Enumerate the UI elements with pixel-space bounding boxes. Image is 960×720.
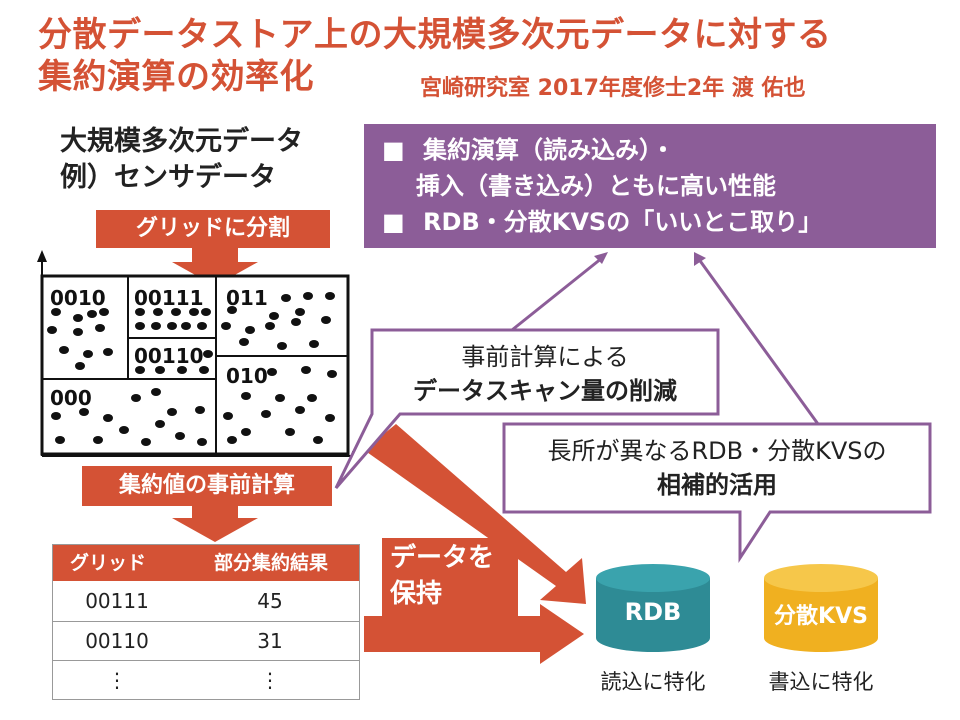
connector-arrowhead-icon bbox=[694, 252, 706, 266]
y-axis-arrowhead-icon bbox=[37, 250, 47, 262]
callout-1-line-1: 事前計算による bbox=[461, 343, 629, 371]
rdb-label: RDB bbox=[624, 598, 682, 626]
connector-line bbox=[511, 256, 603, 332]
benefit-1-line-1: 集約演算（読み込み）・ bbox=[423, 136, 676, 164]
table-header-grid: グリッド bbox=[69, 552, 146, 574]
table-header: グリッド 部分集約結果 bbox=[53, 545, 359, 581]
grid-label-000: 000 bbox=[50, 386, 92, 410]
grid-dots bbox=[47, 292, 337, 446]
kvs-caption: 書込に特化 bbox=[768, 670, 874, 694]
benefit-item-1: ■ 集約演算（読み込み）・ bbox=[382, 132, 675, 168]
table-divider bbox=[53, 621, 359, 622]
rdb-cylinder-icon bbox=[596, 564, 710, 652]
aggregate-table: グリッド 部分集約結果 00111 45 00110 31 ⋮ ⋮ bbox=[52, 544, 360, 700]
table-header-result: 部分集約結果 bbox=[213, 552, 328, 574]
kvs-cylinder-icon bbox=[764, 564, 878, 652]
benefits-box: ■ 集約演算（読み込み）・ 挿入（書き込み）ともに高い性能 ■ RDB・分散KV… bbox=[364, 124, 936, 248]
precompute-down-arrow bbox=[172, 506, 258, 542]
precompute-label: 集約値の事前計算 bbox=[82, 466, 332, 506]
callout-1-text: 事前計算による データスキャン量の削減 bbox=[374, 340, 716, 408]
table-row: 00110 31 bbox=[53, 622, 359, 660]
grid-label-0010: 0010 bbox=[50, 286, 106, 310]
example-line-1: 大規模多次元データ bbox=[60, 126, 303, 157]
callout-2-line-1: 長所が異なるRDB・分散KVSの bbox=[547, 437, 887, 465]
benefit-1-line-2: 挿入（書き込み）ともに高い性能 bbox=[416, 172, 776, 200]
table-cell: ⋮ bbox=[107, 668, 127, 692]
table-row: ⋮ ⋮ bbox=[53, 661, 359, 699]
table-cell: 45 bbox=[257, 589, 283, 613]
split-grid-label: グリッドに分割 bbox=[96, 210, 330, 248]
connector-line bbox=[696, 257, 820, 425]
callout-2-text: 長所が異なるRDB・分散KVSの 相補的活用 bbox=[506, 434, 928, 502]
table-divider bbox=[53, 660, 359, 661]
callout-2-line-2: 相補的活用 bbox=[657, 471, 777, 499]
store-data-label: データを 保持 bbox=[382, 538, 518, 616]
table-row: 00111 45 bbox=[53, 581, 359, 621]
grid-label-011: 011 bbox=[226, 286, 268, 310]
benefit-2-line-1: RDB・分散KVSの「いいとこ取り」 bbox=[423, 208, 823, 236]
grid-outer bbox=[40, 274, 350, 456]
connector-arrowhead-icon bbox=[594, 252, 608, 264]
split-down-arrow bbox=[172, 248, 258, 286]
grid-label-00111: 00111 bbox=[134, 286, 204, 310]
benefit-item-2: ■ RDB・分散KVSの「いいとこ取り」 bbox=[382, 204, 822, 240]
rdb-caption: 読込に特化 bbox=[600, 670, 706, 694]
callout-2-shape bbox=[502, 422, 932, 564]
callout-1-line-2: データスキャン量の削減 bbox=[413, 377, 677, 405]
author-info: 宮崎研究室 2017年度修士2年 渡 佑也 bbox=[420, 76, 806, 101]
grid-to-rdb-arrow bbox=[364, 424, 586, 604]
example-heading: 大規模多次元データ 例）センサデータ bbox=[60, 124, 303, 196]
bullet-icon: ■ bbox=[382, 208, 405, 236]
store-data-line-1: データを bbox=[390, 543, 495, 573]
grid-label-00110: 00110 bbox=[134, 344, 204, 368]
bullet-icon: ■ bbox=[382, 136, 405, 164]
table-cell: ⋮ bbox=[260, 668, 280, 692]
table-to-rdb-arrow bbox=[364, 604, 584, 664]
example-line-2: 例）センサデータ bbox=[60, 162, 276, 193]
table-cell: 00111 bbox=[85, 589, 149, 613]
title-line-2: 集約演算の効率化 bbox=[38, 57, 314, 97]
table-cell: 31 bbox=[257, 629, 283, 653]
store-data-line-2: 保持 bbox=[390, 579, 443, 609]
callout-1-shape bbox=[334, 328, 720, 489]
table-cell: 00110 bbox=[85, 629, 149, 653]
grid-label-010: 010 bbox=[226, 364, 268, 388]
title-line-1: 分散データストア上の大規模多次元データに対する bbox=[38, 15, 832, 55]
kvs-label: 分散KVS bbox=[774, 604, 868, 629]
